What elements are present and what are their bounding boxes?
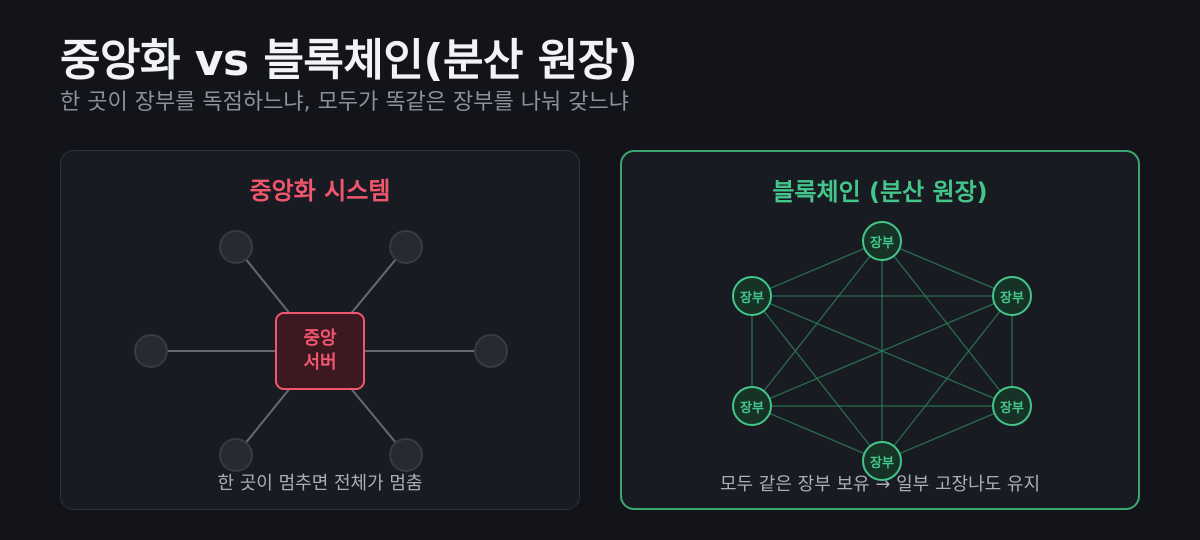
- blockchain-caption: 모두 같은 장부 보유 → 일부 고장나도 유지: [719, 474, 1041, 495]
- ledger-node: [992, 386, 1032, 426]
- central-server-box: [275, 312, 365, 390]
- ledger-node-label: 장부: [1000, 400, 1024, 416]
- client-node: [134, 334, 168, 368]
- ledger-node: [862, 441, 902, 481]
- ledger-node-label: 장부: [870, 235, 894, 251]
- ledger-node-label: 장부: [740, 400, 764, 416]
- client-node: [389, 230, 423, 264]
- blockchain-title: 블록체인 (분산 원장): [772, 178, 988, 206]
- ledger-node-label: 장부: [870, 455, 894, 471]
- ledger-node: [732, 386, 772, 426]
- mesh-link: [751, 295, 1013, 407]
- page-title: 중앙화 vs 블록체인(분산 원장): [60, 35, 638, 86]
- centralized-panel: 중앙화 시스템 중앙 서버 한 곳이 멈추면 전체가 멈춤: [60, 150, 580, 510]
- client-node: [474, 334, 508, 368]
- client-node: [219, 230, 253, 264]
- ledger-node-label: 장부: [740, 290, 764, 306]
- page-subtitle: 한 곳이 장부를 독점하느냐, 모두가 똑같은 장부를 나눠 갖느냐: [60, 90, 629, 115]
- ledger-node: [862, 221, 902, 261]
- centralized-diagram: [134, 230, 508, 472]
- ledger-node: [732, 276, 772, 316]
- ledger-node-label: 장부: [1000, 290, 1024, 306]
- centralized-caption: 한 곳이 멈추면 전체가 멈춤: [217, 473, 423, 494]
- mesh-link: [751, 240, 883, 297]
- mesh-link: [881, 405, 1013, 462]
- blockchain-diagram: [732, 221, 1032, 481]
- centralized-title: 중앙화 시스템: [249, 177, 391, 205]
- mesh-link: [751, 405, 883, 462]
- central-server-label: 중앙 서버: [303, 328, 337, 373]
- mesh-link: [881, 240, 1013, 297]
- client-node: [389, 438, 423, 472]
- mesh-link: [881, 295, 1013, 462]
- client-node: [219, 438, 253, 472]
- ledger-node: [992, 276, 1032, 316]
